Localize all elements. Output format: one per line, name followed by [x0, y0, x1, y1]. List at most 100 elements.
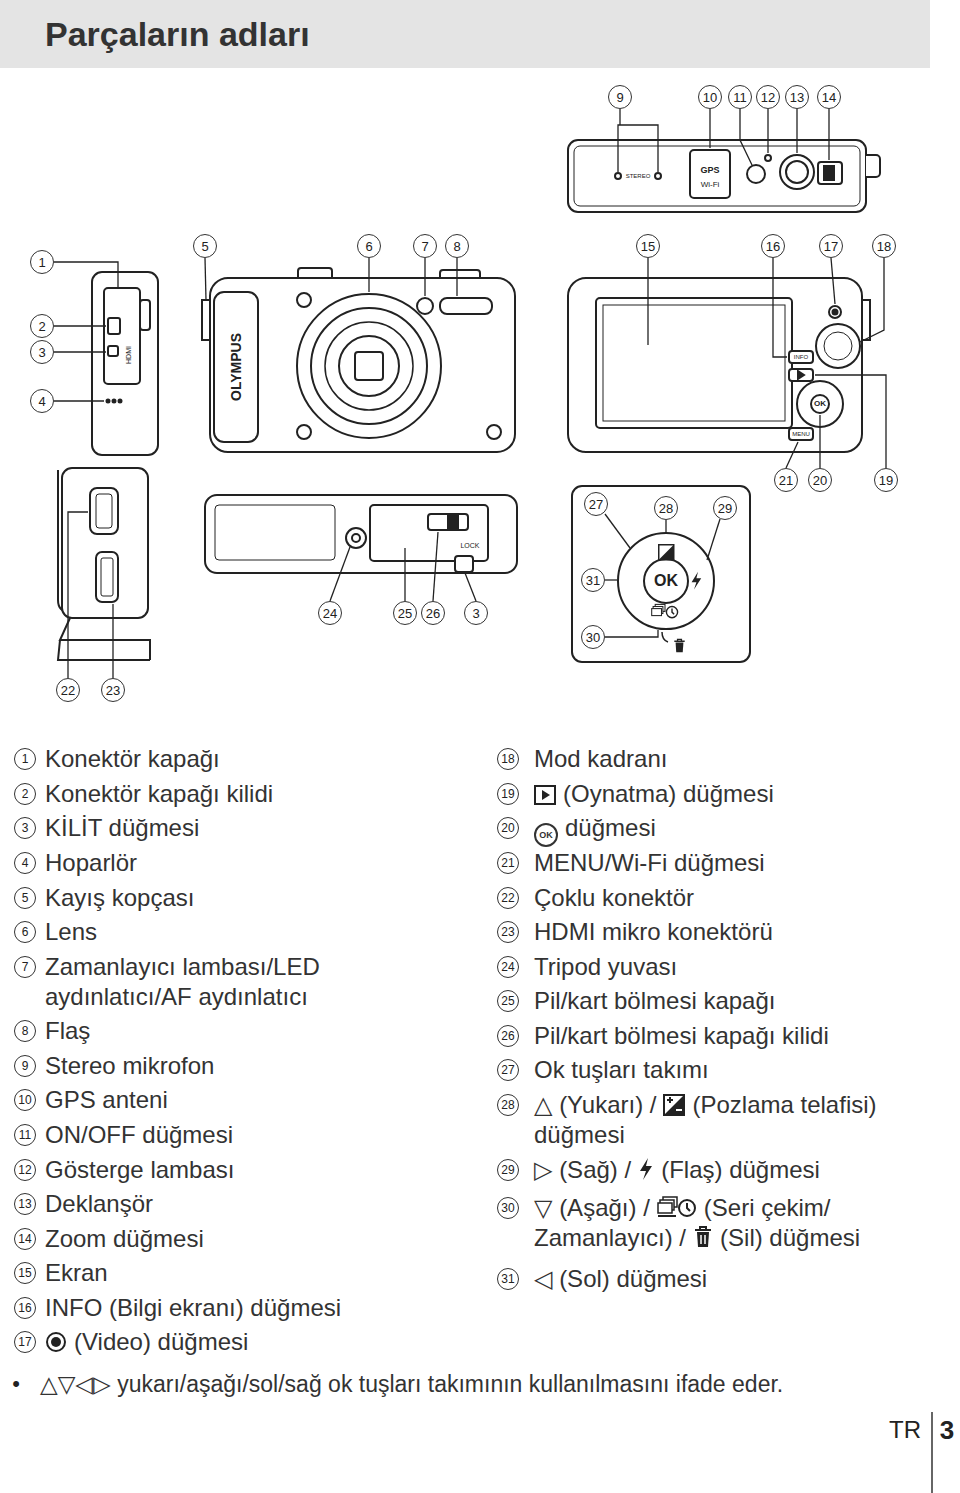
callout-number: 3 [464, 601, 488, 625]
part-name: KİLİT düğmesi [45, 813, 445, 843]
callout-number: 2 [14, 783, 36, 805]
item-text: düğmesi [565, 814, 656, 841]
item-text: Tripod yuvası [534, 953, 677, 980]
callout-number: 14 [14, 1228, 36, 1250]
item-text: Ekran [45, 1259, 108, 1286]
part-name: (Oynatma) düğmesi [534, 779, 934, 809]
part-name: Lens [45, 917, 445, 947]
part-name: Kayış kopçası [45, 883, 445, 913]
callout-number: 20 [808, 468, 832, 492]
callout-number: 9 [608, 85, 632, 109]
button-marking: OK [654, 573, 678, 589]
item-text: ◁ (Sol) düğmesi [534, 1265, 707, 1292]
callout-number: 4 [30, 389, 54, 413]
callout-number: 31 [497, 1268, 519, 1290]
callout-number: 7 [14, 956, 36, 978]
callout-number: 14 [817, 85, 841, 109]
callout-number: 15 [636, 234, 660, 258]
part-name: MENU/Wi-Fi düğmesi [534, 848, 934, 878]
callout-number: 29 [497, 1159, 519, 1181]
ok-button-icon: OK [534, 823, 558, 847]
video-icon [45, 1331, 67, 1353]
part-name: ◁ (Sol) düğmesi [534, 1264, 934, 1294]
part-name: Mod kadranı [534, 744, 934, 774]
callout-number: 30 [581, 625, 605, 649]
callout-number: 9 [14, 1055, 36, 1077]
camera-bottom-view [205, 495, 517, 573]
item-text: (Video) düğmesi [74, 1328, 248, 1355]
item-text: GPS anteni [45, 1086, 168, 1113]
callout-number: 4 [14, 852, 36, 874]
callout-number: 26 [421, 601, 445, 625]
callout-number: 18 [872, 234, 896, 258]
callout-number: 3 [14, 817, 36, 839]
gps-marking: GPS [700, 166, 719, 175]
lock-marking: LOCK [460, 542, 479, 549]
callout-number: 25 [393, 601, 417, 625]
callout-number: 13 [785, 85, 809, 109]
part-name: Çoklu konektör [534, 883, 934, 913]
item-text: Hoparlör [45, 849, 137, 876]
part-name: Pil/kart bölmesi kapağı kilidi [534, 1021, 934, 1051]
item-text: MENU/Wi-Fi düğmesi [534, 849, 765, 876]
camera-front-view [202, 268, 515, 452]
part-name: ▽ (Aşağı) /(Seri çekim/ Zamanlayıcı) /(S… [534, 1193, 934, 1253]
part-name: △ (Yukarı) /(Pozlama telafisi) düğmesi [534, 1090, 934, 1150]
item-text: INFO (Bilgi ekranı) düğmesi [45, 1294, 341, 1321]
callout-number: 7 [413, 234, 437, 258]
leader-lines [54, 109, 886, 678]
bt-icon [657, 1195, 697, 1219]
wifi-marking: Wi-Fi [701, 181, 720, 189]
item-text: Konektör kapağı kilidi [45, 780, 273, 807]
callout-number: 13 [14, 1193, 36, 1215]
callout-number: 17 [819, 234, 843, 258]
part-name: ▷ (Sağ) / (Flaş) düğmesi [534, 1155, 934, 1185]
item-text: Deklanşör [45, 1190, 153, 1217]
item-text: HDMI mikro konektörü [534, 918, 773, 945]
callout-number: 16 [14, 1297, 36, 1319]
callout-number: 28 [497, 1094, 519, 1116]
part-name: Ekran [45, 1258, 445, 1288]
camera-top-view [568, 140, 880, 212]
item-text: Lens [45, 918, 97, 945]
callout-number: 21 [774, 468, 798, 492]
item-text: Mod kadranı [534, 745, 667, 772]
item-text: (Flaş) düğmesi [661, 1156, 820, 1183]
callout-number: 3 [30, 340, 54, 364]
callout-number: 31 [581, 568, 605, 592]
part-name: Hoparlör [45, 848, 445, 878]
callout-number: 10 [14, 1089, 36, 1111]
callout-number: 10 [698, 85, 722, 109]
callout-number: 30 [497, 1197, 519, 1219]
callout-number: 22 [497, 887, 519, 909]
item-text: ▽ (Aşağı) / [534, 1194, 650, 1221]
callout-number: 1 [30, 250, 54, 274]
connector-detail [58, 468, 150, 660]
item-text: KİLİT düğmesi [45, 814, 199, 841]
callout-number: 1 [14, 748, 36, 770]
title-band [0, 0, 930, 68]
callout-number: 29 [713, 496, 737, 520]
item-text: Pil/kart bölmesi kapağı kilidi [534, 1022, 829, 1049]
part-name: Deklanşör [45, 1189, 445, 1219]
button-marking: MENU [792, 431, 810, 437]
button-marking: OK [814, 400, 826, 408]
callout-number: 11 [728, 85, 752, 109]
callout-number: 8 [14, 1020, 36, 1042]
item-text: Kayış kopçası [45, 884, 194, 911]
item-text: ▷ (Sağ) / [534, 1156, 631, 1183]
part-name: GPS anteni [45, 1085, 445, 1115]
arrow-pad-detail [572, 486, 750, 662]
part-name: Tripod yuvası [534, 952, 934, 982]
item-text: Pil/kart bölmesi kapağı [534, 987, 775, 1014]
callout-number: 19 [874, 468, 898, 492]
callout-number: 27 [497, 1059, 519, 1081]
callout-number: 5 [14, 887, 36, 909]
play-icon [534, 785, 556, 805]
page-rule [931, 1412, 933, 1493]
button-marking: INFO [794, 354, 808, 360]
callout-number: 16 [761, 234, 785, 258]
part-name: Zamanlayıcı lambası/LED aydınlatıcı/AF a… [45, 952, 445, 1012]
callout-number: 19 [497, 783, 519, 805]
